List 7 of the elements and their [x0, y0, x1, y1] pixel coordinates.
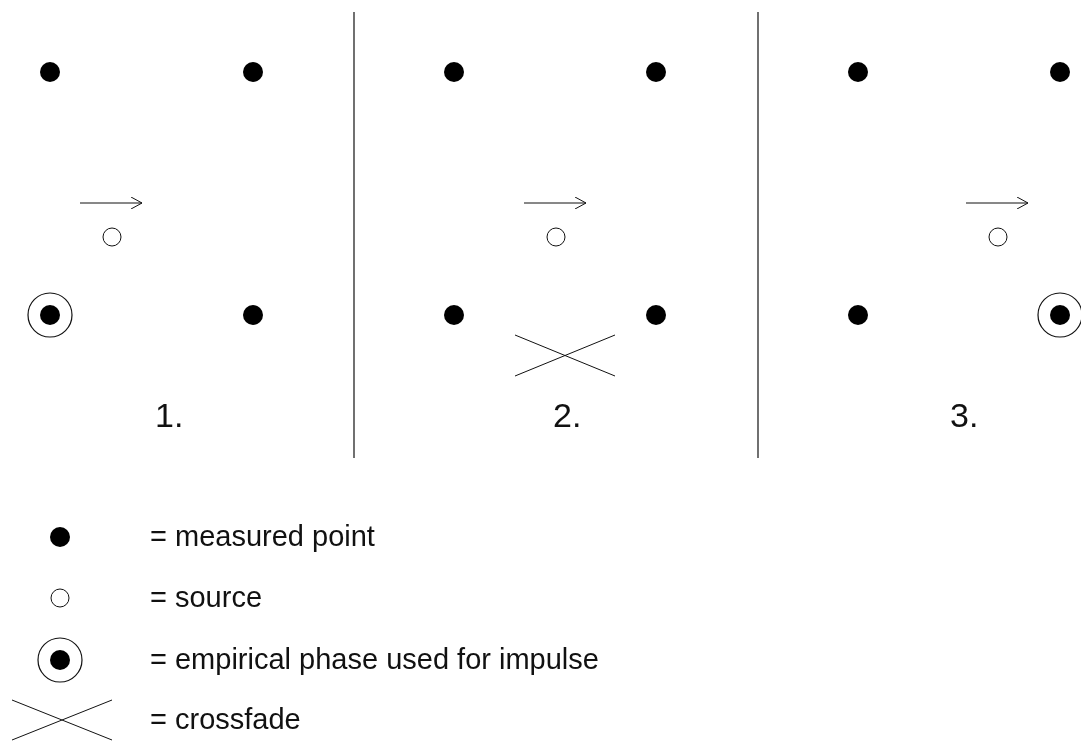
legend-label: = empirical phase used for impulse	[150, 645, 599, 674]
panel-number: 3.	[950, 398, 979, 432]
panel-number: 2.	[553, 398, 582, 432]
legend-label: = source	[150, 583, 263, 612]
legend-label: = crossfade	[150, 705, 301, 734]
legend-label: = measured point	[150, 522, 375, 551]
panel-number: 1.	[155, 398, 184, 432]
